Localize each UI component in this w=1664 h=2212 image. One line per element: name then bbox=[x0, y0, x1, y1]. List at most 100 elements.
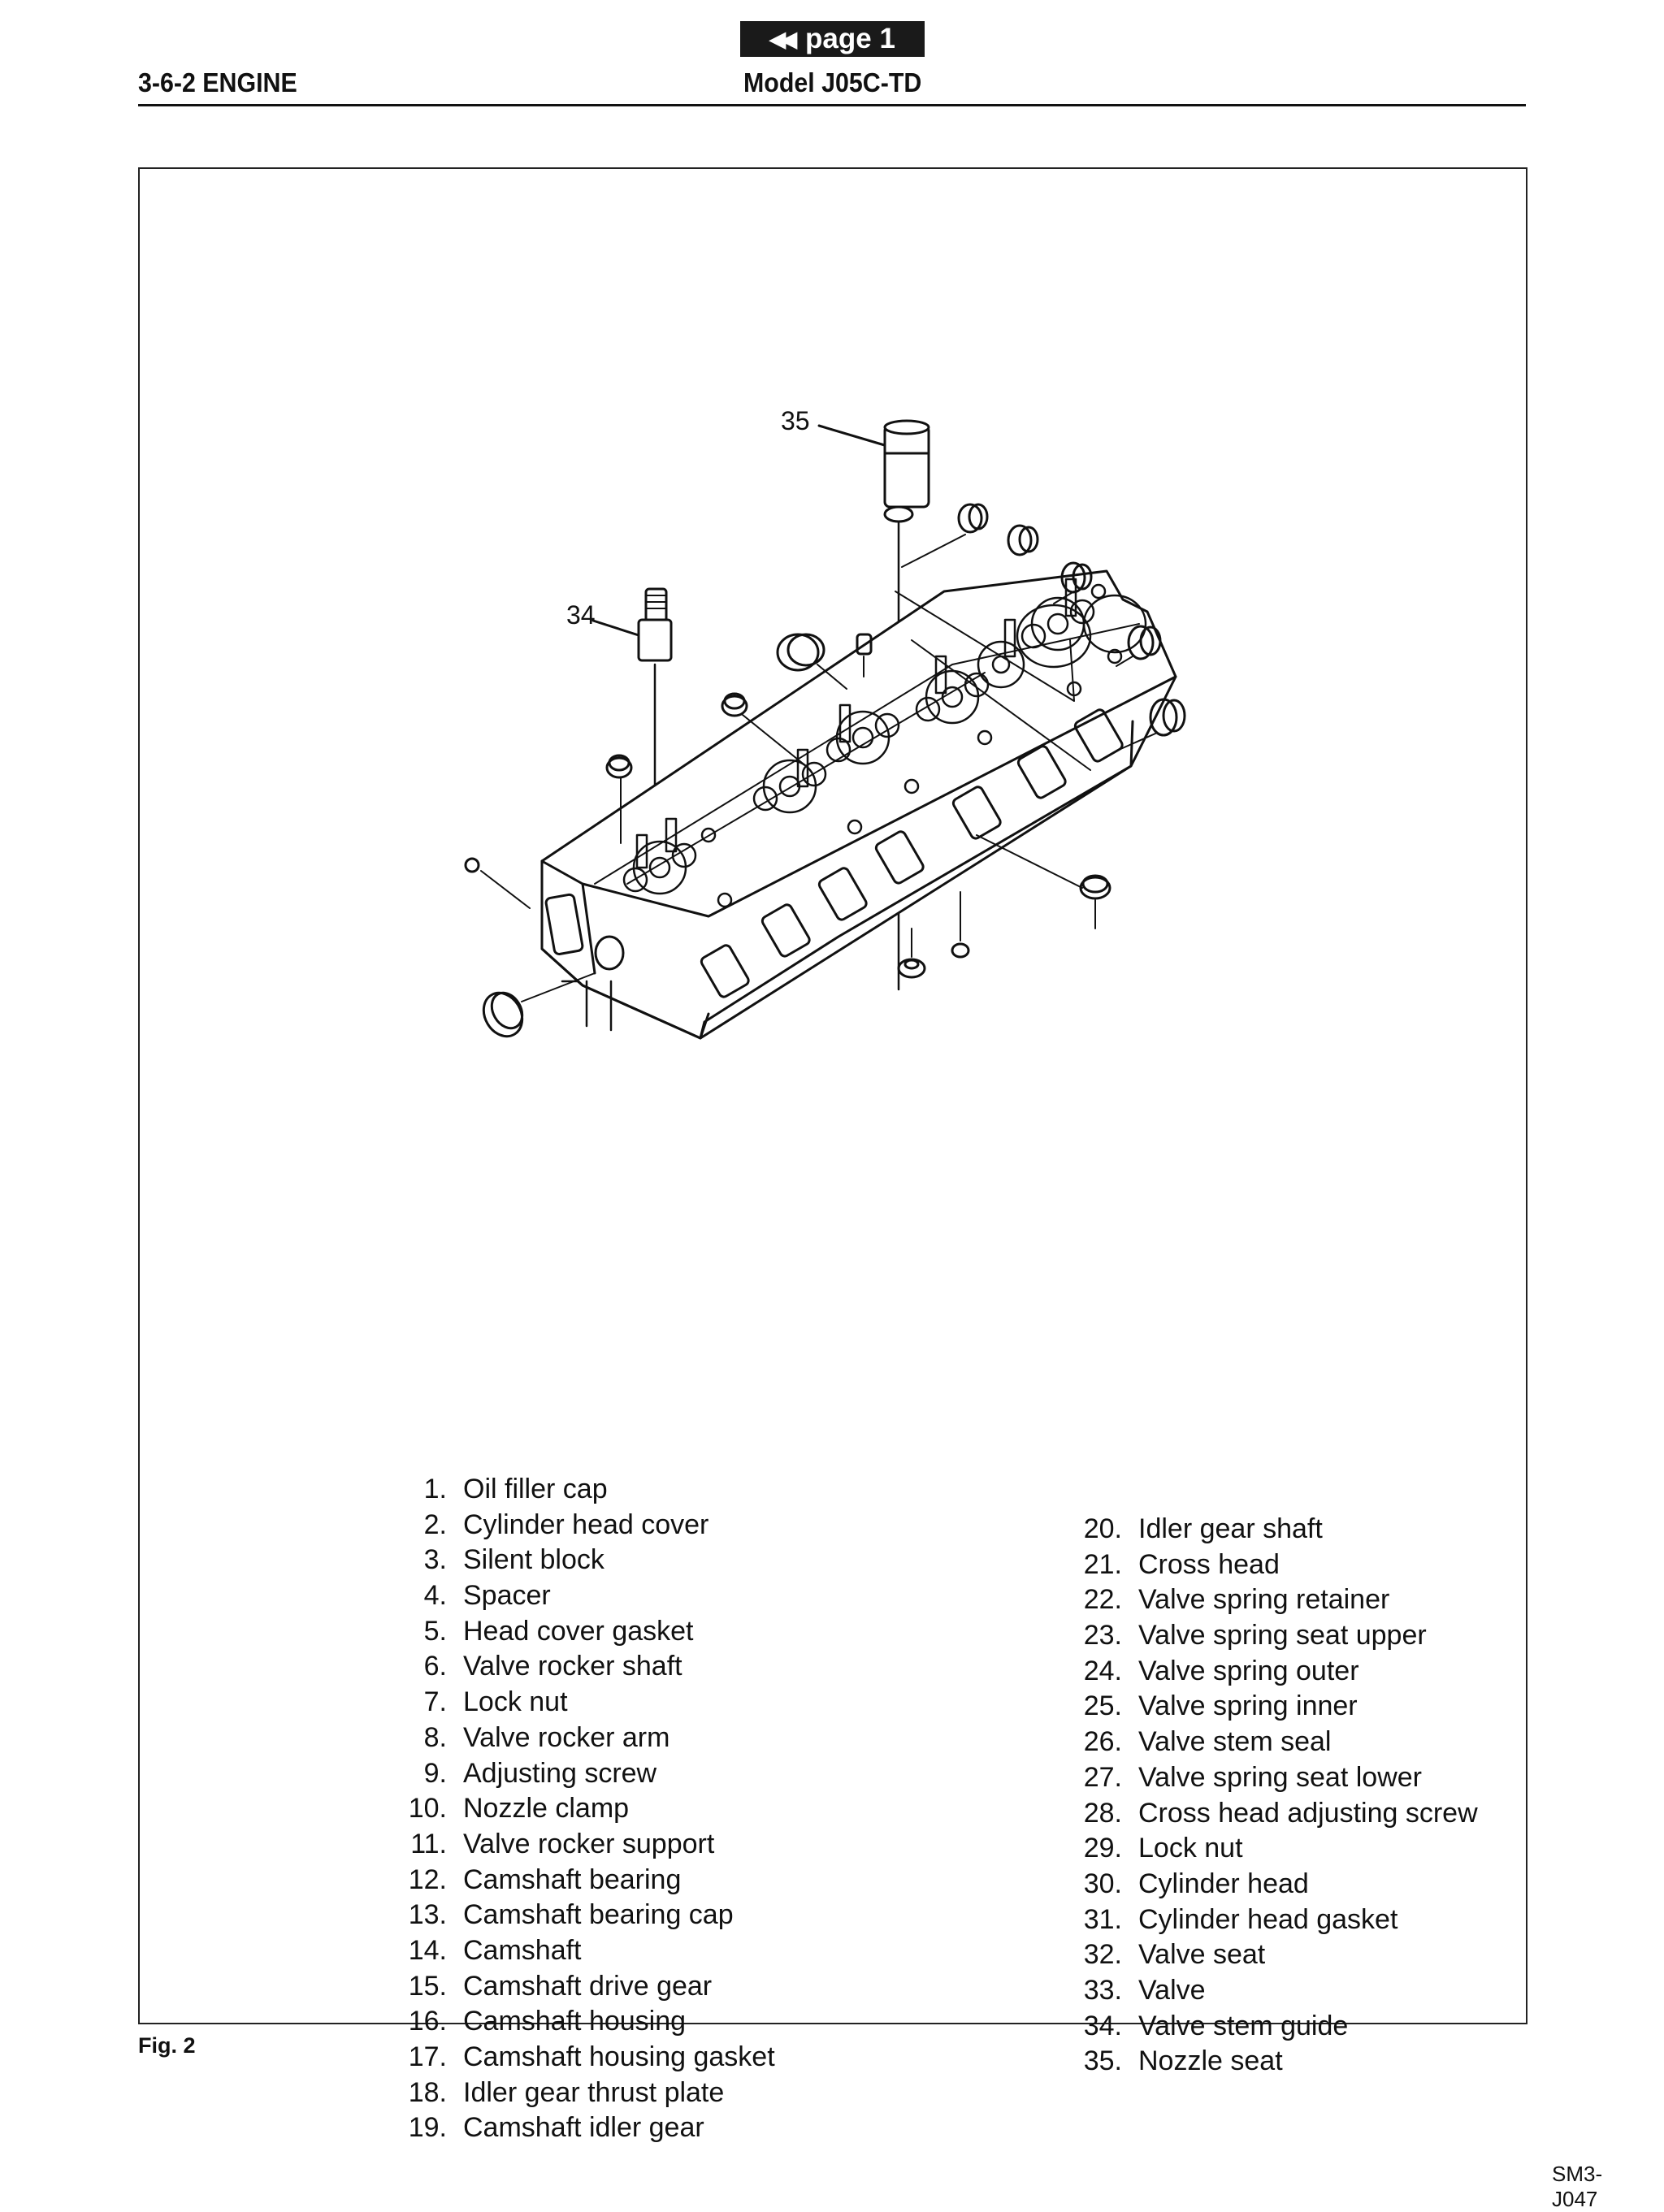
part-number: 30. bbox=[1083, 1868, 1122, 1899]
part-list-item: 23.Valve spring seat upper bbox=[1084, 1618, 1478, 1654]
part-list-item: 12. Camshaft bearing bbox=[409, 1863, 775, 1898]
figure-frame: 35 34 bbox=[138, 167, 1602, 2211]
figure-code: SM3-J047 bbox=[1552, 2162, 1603, 2211]
part-list-item: 25.Valve spring inner bbox=[1084, 1689, 1478, 1725]
part-name: Camshaft bbox=[463, 1934, 582, 1966]
part-list-item: 18.Idler gear thrust plate bbox=[409, 2076, 775, 2111]
part-number: 28. bbox=[1083, 1797, 1122, 1829]
model-title: Model J05C-TD bbox=[743, 67, 922, 97]
part-name: Camshaft bearing bbox=[463, 1864, 682, 1895]
valve-stem-guide-part bbox=[637, 587, 673, 855]
part-name: Camshaft housing bbox=[463, 2006, 687, 2037]
part-list-item: 20. Idler gear shaft bbox=[1084, 1512, 1478, 1548]
part-name: Valve spring seat upper bbox=[1138, 1620, 1427, 1651]
part-name: Idler gear thrust plate bbox=[463, 2076, 725, 2108]
part-number: 32. bbox=[1083, 1939, 1122, 1971]
part-number: 35. bbox=[1083, 2045, 1122, 2077]
part-list-item: 13.Camshaft bearing cap bbox=[409, 1898, 775, 1933]
part-list-item: 14. Camshaft bbox=[409, 1933, 775, 1969]
part-number: 24. bbox=[1083, 1655, 1122, 1686]
part-number: 8. bbox=[423, 1721, 447, 1753]
part-name: Valve spring seat lower bbox=[1138, 1761, 1422, 1793]
part-name: Valve seat bbox=[1138, 1939, 1266, 1971]
part-list-item: 3.Silent block bbox=[424, 1543, 775, 1578]
part-number: 17. bbox=[408, 2041, 447, 2072]
part-name: Head cover gasket bbox=[463, 1615, 694, 1647]
part-name: Cross head adjusting screw bbox=[1138, 1797, 1478, 1829]
callout-34: 34 bbox=[566, 600, 596, 630]
part-name: Valve rocker arm bbox=[463, 1721, 670, 1753]
part-name: Cylinder head cover bbox=[463, 1509, 709, 1540]
part-name: Valve rocker shaft bbox=[463, 1651, 682, 1682]
part-name: Camshaft drive gear bbox=[463, 1970, 713, 2002]
part-list-item: 5. Head cover gasket bbox=[424, 1614, 775, 1650]
part-name: Nozzle clamp bbox=[463, 1793, 630, 1825]
part-number: 29. bbox=[1083, 1833, 1122, 1864]
part-name: Valve spring retainer bbox=[1138, 1584, 1390, 1616]
double-left-arrow-icon: ◀◀ bbox=[769, 26, 797, 51]
part-list-item: 10. Nozzle clamp bbox=[409, 1791, 775, 1827]
part-list-item: 8. Valve rocker arm bbox=[424, 1721, 775, 1756]
part-name: Oil filler cap bbox=[463, 1474, 608, 1504]
cylinder-head-body bbox=[540, 569, 1177, 1040]
part-list-item: 35. Nozzle seat bbox=[1084, 2044, 1478, 2080]
part-number: 22. bbox=[1083, 1584, 1122, 1616]
header-rule bbox=[138, 104, 1526, 106]
part-number: 1. bbox=[423, 1474, 447, 1504]
part-name: Spacer bbox=[463, 1580, 551, 1612]
part-name: Lock nut bbox=[1138, 1833, 1243, 1864]
part-name: Cylinder head bbox=[1138, 1868, 1309, 1899]
nozzle-seat-part bbox=[883, 419, 930, 991]
part-number: 16. bbox=[408, 2006, 447, 2037]
callout-35: 35 bbox=[781, 406, 810, 435]
part-name: Nozzle seat bbox=[1138, 2045, 1283, 2077]
part-number: 27. bbox=[1083, 1761, 1122, 1793]
part-name: Valve spring inner bbox=[1138, 1690, 1358, 1722]
part-list-item: 22. Valve spring retainer bbox=[1084, 1582, 1478, 1618]
part-name: Camshaft housing gasket bbox=[463, 2041, 775, 2072]
part-number: 19. bbox=[408, 2112, 447, 2144]
part-name: Valve bbox=[1138, 1974, 1206, 2006]
plug-parts bbox=[464, 503, 1186, 1038]
part-list-item: 6. Valve rocker shaft bbox=[424, 1649, 775, 1685]
part-name: Idler gear shaft bbox=[1138, 1513, 1323, 1544]
part-number: 21. bbox=[1083, 1548, 1122, 1580]
part-list-item: 11.Valve rocker support bbox=[410, 1827, 775, 1863]
part-number: 10. bbox=[408, 1793, 447, 1825]
part-list-item: 7.Lock nut bbox=[424, 1685, 775, 1721]
part-list-item: 21.Cross head bbox=[1084, 1548, 1478, 1583]
part-list-item: 32. Valve seat bbox=[1084, 1937, 1478, 1973]
section-title: 3-6-2 ENGINE bbox=[138, 67, 297, 97]
part-number: 7. bbox=[423, 1686, 447, 1718]
part-name: Valve stem guide bbox=[1138, 2010, 1349, 2041]
page-1-back-button[interactable]: ◀◀ page 1 bbox=[740, 21, 925, 57]
part-name: Valve rocker support bbox=[463, 1828, 715, 1859]
part-number: 4. bbox=[423, 1580, 447, 1612]
part-name: Valve stem seal bbox=[1138, 1726, 1332, 1758]
part-list-item: 30. Cylinder head bbox=[1084, 1867, 1478, 1902]
part-list-item: 24. Valve spring outer bbox=[1084, 1654, 1478, 1690]
part-list-item: 16. Camshaft housing bbox=[409, 2004, 775, 2040]
part-list-item: 19. Camshaft idler gear bbox=[409, 2110, 775, 2146]
part-number: 2. bbox=[423, 1509, 447, 1540]
page-button-label: page 1 bbox=[805, 23, 895, 54]
part-list-item: 2. Cylinder head cover bbox=[424, 1508, 775, 1543]
part-list-item: 17. Camshaft housing gasket bbox=[409, 2040, 775, 2076]
part-name: Valve spring outer bbox=[1138, 1655, 1359, 1686]
part-number: 31. bbox=[1083, 1903, 1122, 1935]
part-number: 14. bbox=[408, 1934, 447, 1966]
part-list-item: 15.Camshaft drive gear bbox=[409, 1969, 775, 2005]
part-number: 6. bbox=[423, 1651, 447, 1682]
part-number: 12. bbox=[408, 1864, 447, 1895]
part-number: 13. bbox=[408, 1899, 447, 1931]
part-name: Adjusting screw bbox=[463, 1757, 657, 1789]
part-list-item: 27. Valve spring seat lower bbox=[1084, 1760, 1478, 1796]
part-number: 5. bbox=[423, 1615, 447, 1647]
part-list-item: 26.Valve stem seal bbox=[1084, 1725, 1478, 1760]
part-name: Camshaft idler gear bbox=[463, 2112, 704, 2144]
part-number: 20. bbox=[1083, 1513, 1122, 1544]
part-list-item: 1. Oil filler cap bbox=[424, 1472, 775, 1508]
figure-caption: Fig. 2 bbox=[138, 2033, 196, 2058]
